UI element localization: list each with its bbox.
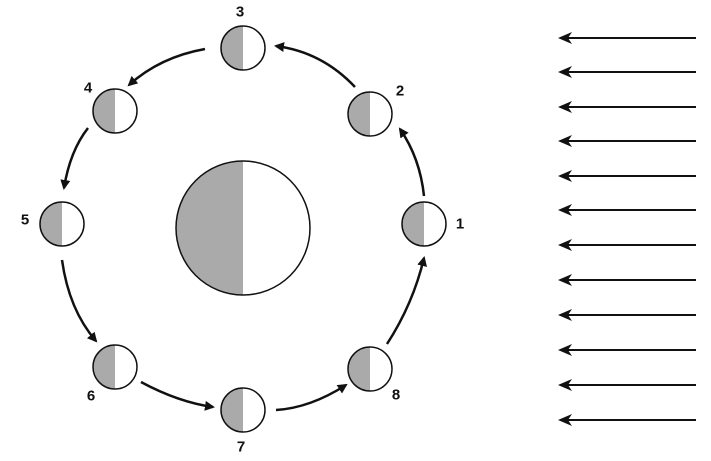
moon-2: 2 bbox=[347, 81, 406, 137]
moons: 1 2 3 4 5 6 7 8 bbox=[19, 2, 466, 457]
moon-label-4: 4 bbox=[84, 80, 93, 97]
sunlight-arrow-head bbox=[558, 274, 572, 286]
orbit-arrow bbox=[127, 47, 206, 87]
sunlight-arrow bbox=[558, 135, 696, 147]
orbit-arrow bbox=[275, 383, 348, 412]
moon-outline bbox=[401, 201, 447, 247]
moon-3: 3 bbox=[220, 2, 266, 71]
moon-label-7: 7 bbox=[237, 439, 245, 456]
earth-outline bbox=[175, 160, 311, 296]
sunlight-arrow-head bbox=[558, 101, 572, 113]
sunlight-arrow bbox=[558, 170, 696, 182]
earth-lit-half bbox=[243, 161, 310, 295]
sunlight-arrow-head bbox=[558, 379, 572, 391]
moon-outline bbox=[92, 88, 138, 134]
sunlight-arrow-head bbox=[558, 170, 572, 182]
moon-outline bbox=[347, 346, 393, 392]
moon-outline bbox=[92, 344, 138, 390]
orbit-arrows bbox=[60, 42, 428, 412]
moon-lit-half bbox=[243, 26, 265, 70]
moon-lit-half bbox=[424, 202, 446, 246]
sunlight-arrow-head bbox=[558, 309, 572, 321]
moon-lit-half bbox=[370, 92, 392, 136]
moon-label-5: 5 bbox=[21, 212, 29, 229]
moon-lit-half bbox=[115, 345, 137, 389]
moon-lit-half bbox=[115, 89, 137, 133]
moon-label-6: 6 bbox=[87, 388, 95, 405]
moon-label-8: 8 bbox=[392, 387, 400, 404]
moon-label-3: 3 bbox=[236, 4, 244, 21]
earth bbox=[175, 160, 311, 296]
orbit-arrow bbox=[385, 256, 428, 345]
sunlight-arrow-head bbox=[558, 414, 572, 426]
moon-outline bbox=[347, 91, 393, 137]
moon-lit-half bbox=[243, 388, 265, 432]
sunlight-arrow-head bbox=[558, 66, 572, 78]
moon-label-1: 1 bbox=[456, 216, 464, 233]
moon-outline bbox=[220, 25, 266, 71]
moon-4: 4 bbox=[82, 78, 138, 134]
orbit-arrow bbox=[60, 127, 89, 190]
sunlight-arrow-head bbox=[558, 204, 572, 216]
moon-5: 5 bbox=[19, 201, 85, 247]
sunlight-arrow bbox=[558, 379, 696, 391]
moon-outline bbox=[220, 387, 266, 433]
moon-6: 6 bbox=[85, 344, 138, 406]
moon-label-2: 2 bbox=[396, 83, 404, 100]
sunlight-arrow bbox=[558, 66, 696, 78]
moon-lit-half bbox=[62, 202, 84, 246]
moon-lit-half bbox=[370, 347, 392, 391]
sunlight-arrow bbox=[558, 32, 696, 44]
sunlight-arrow bbox=[558, 101, 696, 113]
orbit-arrow bbox=[60, 259, 98, 343]
moon-outline bbox=[39, 201, 85, 247]
sunlight-arrow bbox=[558, 274, 696, 286]
sunlight-arrow bbox=[558, 344, 696, 356]
sunlight-arrow-head bbox=[558, 239, 572, 251]
sunlight-arrow-head bbox=[558, 344, 572, 356]
sunlight-arrows bbox=[558, 32, 696, 426]
sunlight-arrow bbox=[558, 309, 696, 321]
sunlight-arrow-head bbox=[558, 32, 572, 44]
sunlight-arrow bbox=[558, 239, 696, 251]
sunlight-arrow bbox=[558, 414, 696, 426]
sunlight-arrow-head bbox=[558, 135, 572, 147]
moon-7: 7 bbox=[220, 387, 266, 457]
orbit-arrow bbox=[140, 380, 215, 411]
orbit-arrow bbox=[398, 127, 426, 197]
moon-1: 1 bbox=[401, 201, 466, 247]
orbit-arrow bbox=[274, 42, 356, 88]
moon-8: 8 bbox=[347, 346, 402, 405]
sunlight-arrow bbox=[558, 204, 696, 216]
